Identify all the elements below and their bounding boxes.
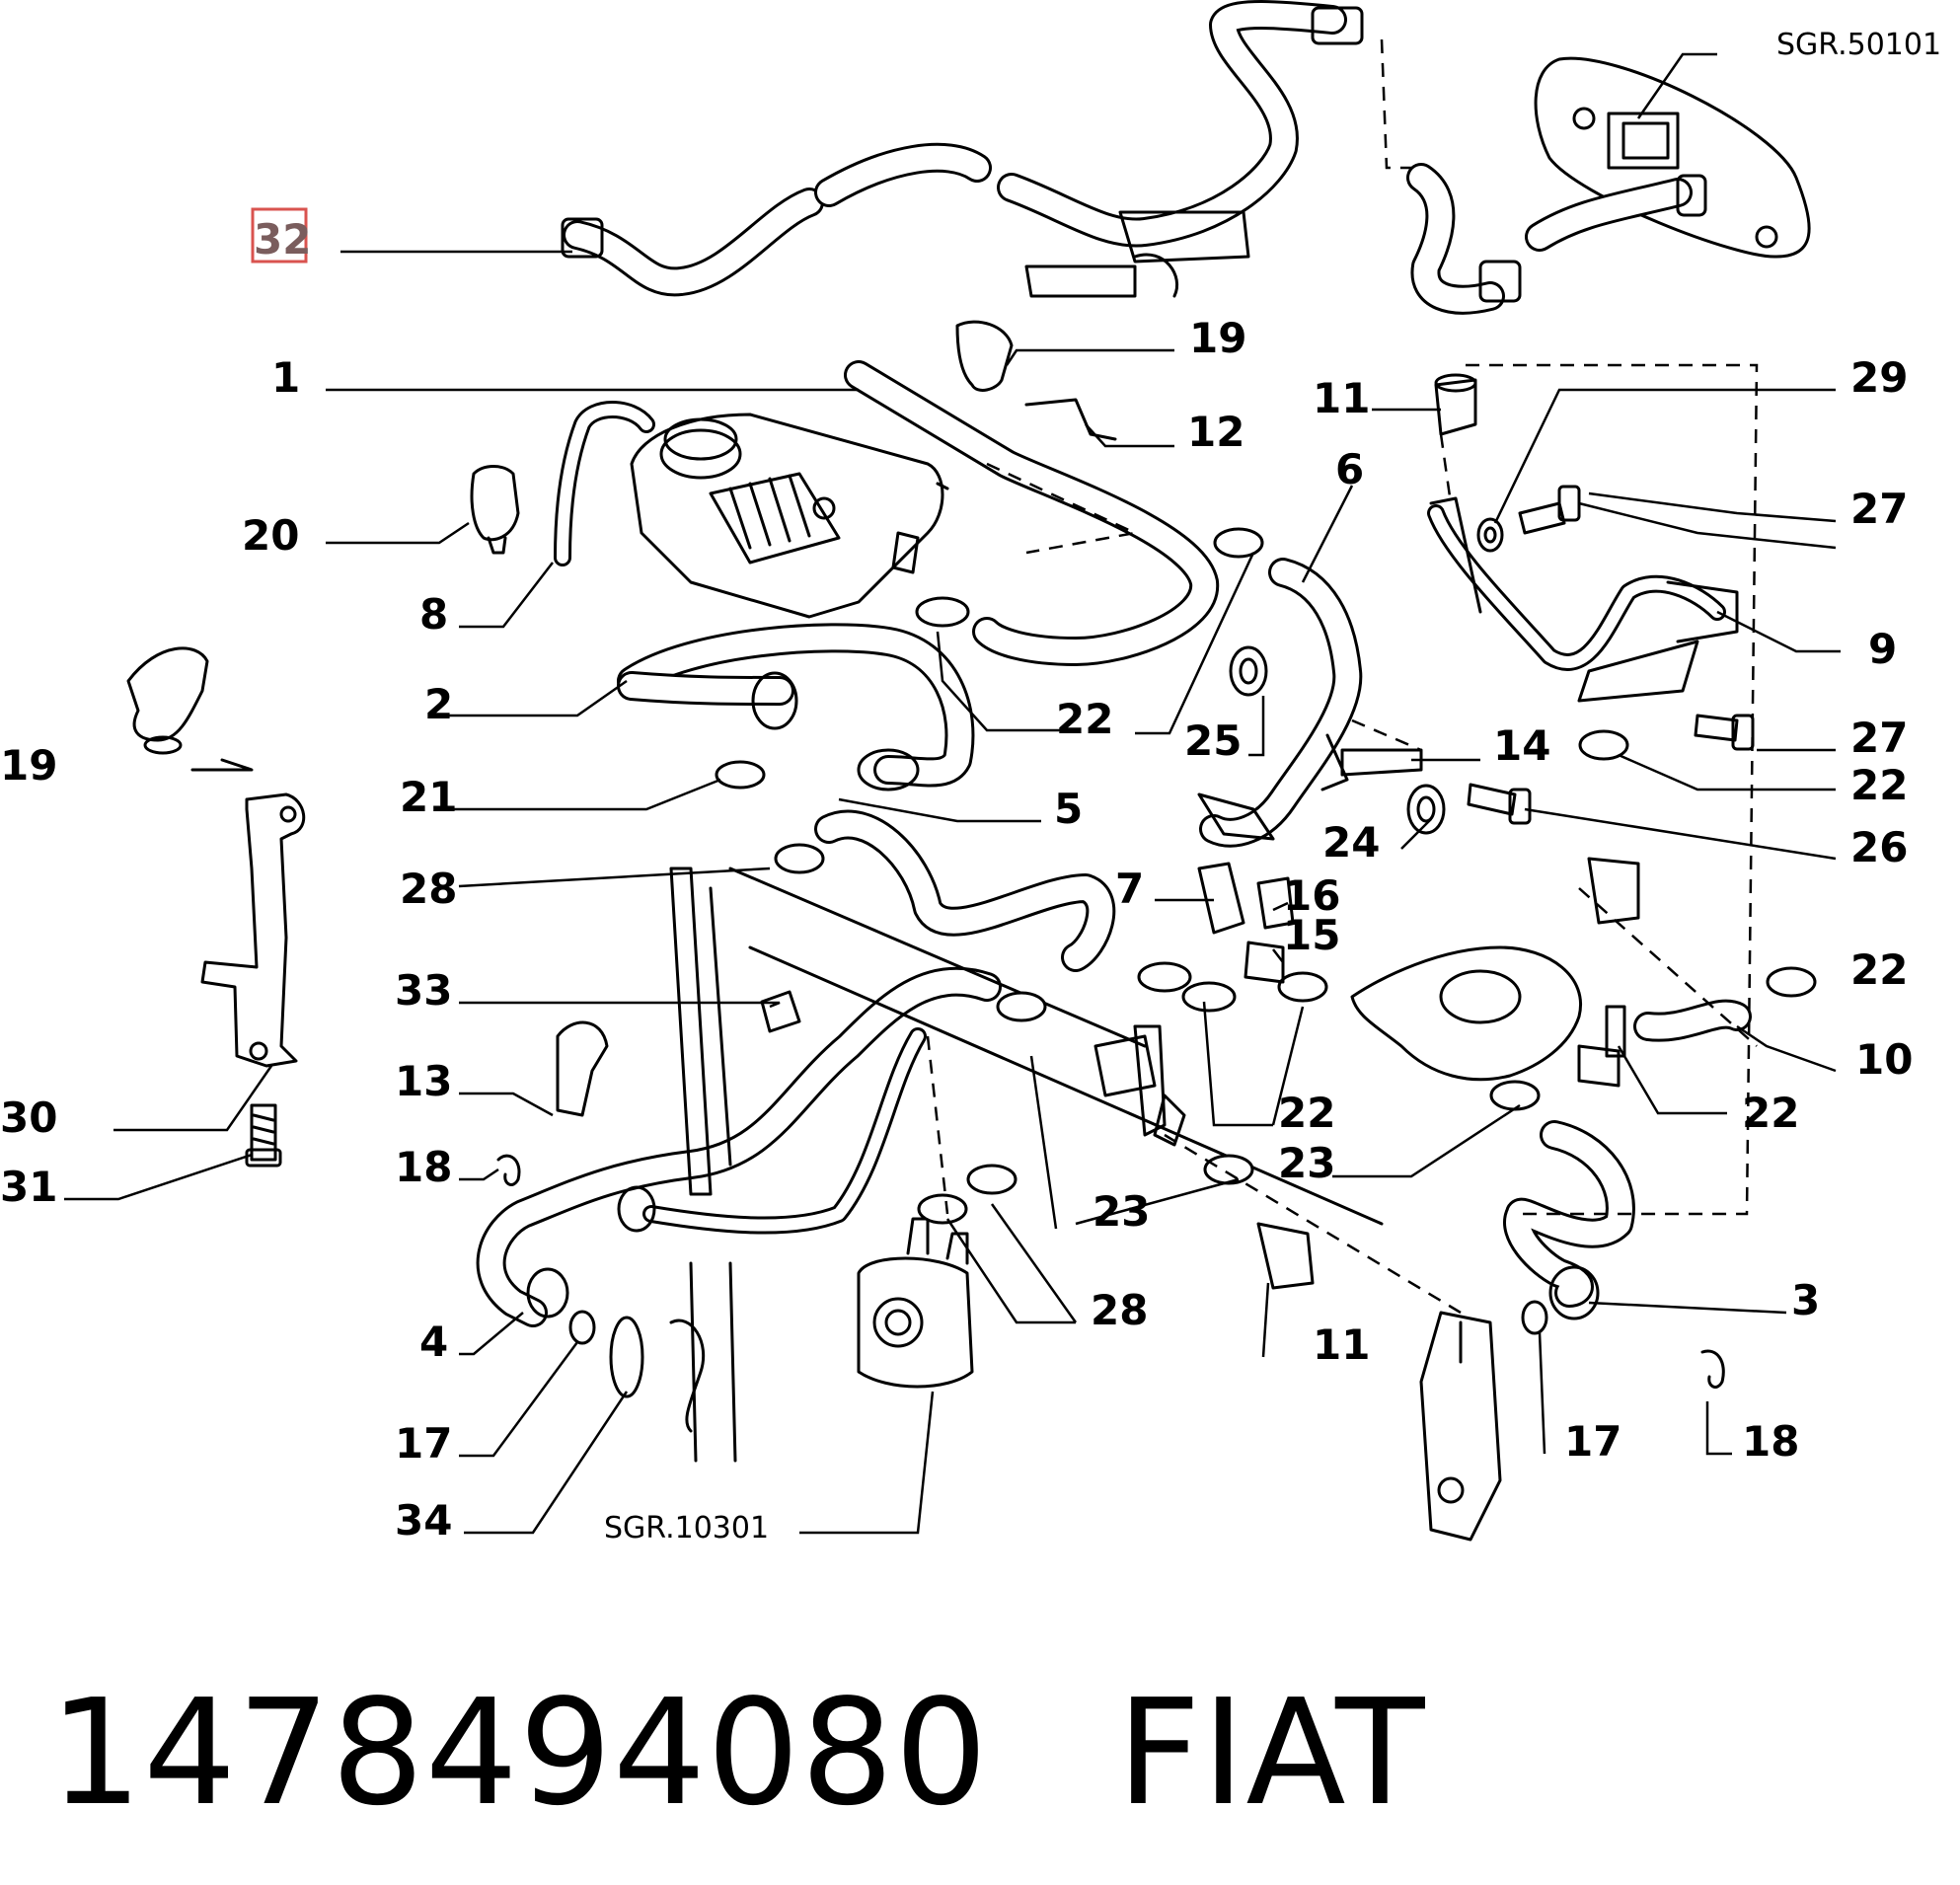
part-6-hose	[1197, 558, 1363, 848]
part-9-pipe	[1427, 496, 1739, 703]
part-number: 1478494080	[49, 1668, 989, 1838]
part-number-line: 1478494080 FIAT	[49, 1668, 1426, 1838]
leader-lines	[64, 52, 1841, 1535]
part-2-hose	[617, 623, 975, 792]
callout-12: 12	[1187, 408, 1244, 456]
callout-27-top: 27	[1850, 485, 1908, 533]
callout-6: 6	[1335, 445, 1364, 493]
callout-8: 8	[419, 590, 448, 639]
callout-19-left: 19	[0, 741, 57, 790]
callout-1: 1	[271, 353, 300, 402]
bracket-30	[190, 758, 306, 1068]
radiator	[669, 867, 1384, 1226]
cooling-system-exploded-diagram: 32 1 19 12 20 8 2 21 22 6 11 29 27 9 25 …	[0, 0, 1941, 1546]
oil-cooler	[857, 1217, 974, 1389]
hose-clamps	[715, 527, 1817, 1225]
callout-5: 5	[1054, 785, 1083, 833]
expansion-tank	[630, 413, 949, 619]
callout-22-right-a: 22	[1850, 761, 1908, 809]
clip-19-top	[955, 320, 1014, 392]
water-outlet	[1419, 1311, 1502, 1542]
part-5-hose	[814, 809, 1116, 972]
callout-34: 34	[395, 1496, 452, 1545]
callout-32: 32	[254, 215, 311, 264]
callout-22-upper: 22	[1056, 695, 1113, 743]
part-3-hose	[1503, 1120, 1635, 1320]
callout-9: 9	[1868, 625, 1897, 673]
callout-23-left: 23	[1093, 1187, 1150, 1236]
part-1-hose	[844, 360, 1220, 666]
callout-29: 29	[1850, 353, 1908, 402]
reference-sgr-50101: SGR.50101	[1776, 28, 1941, 62]
callout-28-upper: 28	[400, 865, 457, 913]
callout-19-top: 19	[1189, 314, 1246, 362]
highlight-box-32	[251, 207, 308, 264]
callout-24: 24	[1322, 818, 1380, 867]
brand-name: FIAT	[1116, 1668, 1426, 1838]
part-10-hose	[1605, 999, 1752, 1058]
callout-18-right: 18	[1742, 1417, 1799, 1466]
callout-28-lower: 28	[1091, 1286, 1148, 1334]
callout-17-right: 17	[1564, 1417, 1621, 1466]
heater-core	[1406, 56, 1811, 315]
callout-27-mid: 27	[1850, 714, 1908, 762]
callout-13: 13	[395, 1057, 452, 1105]
callout-15: 15	[1283, 911, 1340, 959]
callout-3: 3	[1791, 1276, 1820, 1324]
callout-31: 31	[0, 1163, 57, 1211]
callout-labels: 32 1 19 12 20 8 2 21 22 6 11 29 27 9 25 …	[0, 28, 1941, 1546]
callout-22-bottom-right: 22	[1742, 1089, 1799, 1137]
bolt-31	[245, 1103, 282, 1168]
clip-19-left	[126, 646, 209, 755]
reference-sgr-10301: SGR.10301	[604, 1511, 769, 1546]
callout-25: 25	[1184, 716, 1242, 765]
callout-22-right-b: 22	[1850, 945, 1908, 994]
callout-7: 7	[1115, 865, 1144, 913]
callout-16: 16	[1283, 871, 1340, 920]
callout-14: 14	[1493, 721, 1550, 770]
clip-20	[470, 465, 520, 555]
part-32-heater-hose	[561, 0, 1364, 298]
callout-10: 10	[1855, 1035, 1913, 1084]
thermostat-housing	[1350, 857, 1640, 1088]
water-pump-pulley	[609, 1261, 737, 1463]
callout-20: 20	[242, 511, 299, 560]
callout-17-left: 17	[395, 1419, 452, 1468]
callout-11-top: 11	[1313, 374, 1370, 422]
callout-2: 2	[424, 680, 453, 728]
callout-22-center: 22	[1278, 1089, 1335, 1137]
callout-11-bottom: 11	[1313, 1320, 1370, 1369]
callout-30: 30	[0, 1093, 57, 1142]
part-8-hose	[554, 401, 655, 566]
callout-23-center: 23	[1278, 1139, 1335, 1187]
callout-26: 26	[1850, 823, 1908, 871]
callout-4: 4	[419, 1318, 448, 1366]
part-4-hose	[476, 966, 1002, 1327]
callout-21: 21	[400, 773, 457, 821]
callout-33: 33	[395, 966, 452, 1015]
callout-18-left: 18	[395, 1143, 452, 1191]
